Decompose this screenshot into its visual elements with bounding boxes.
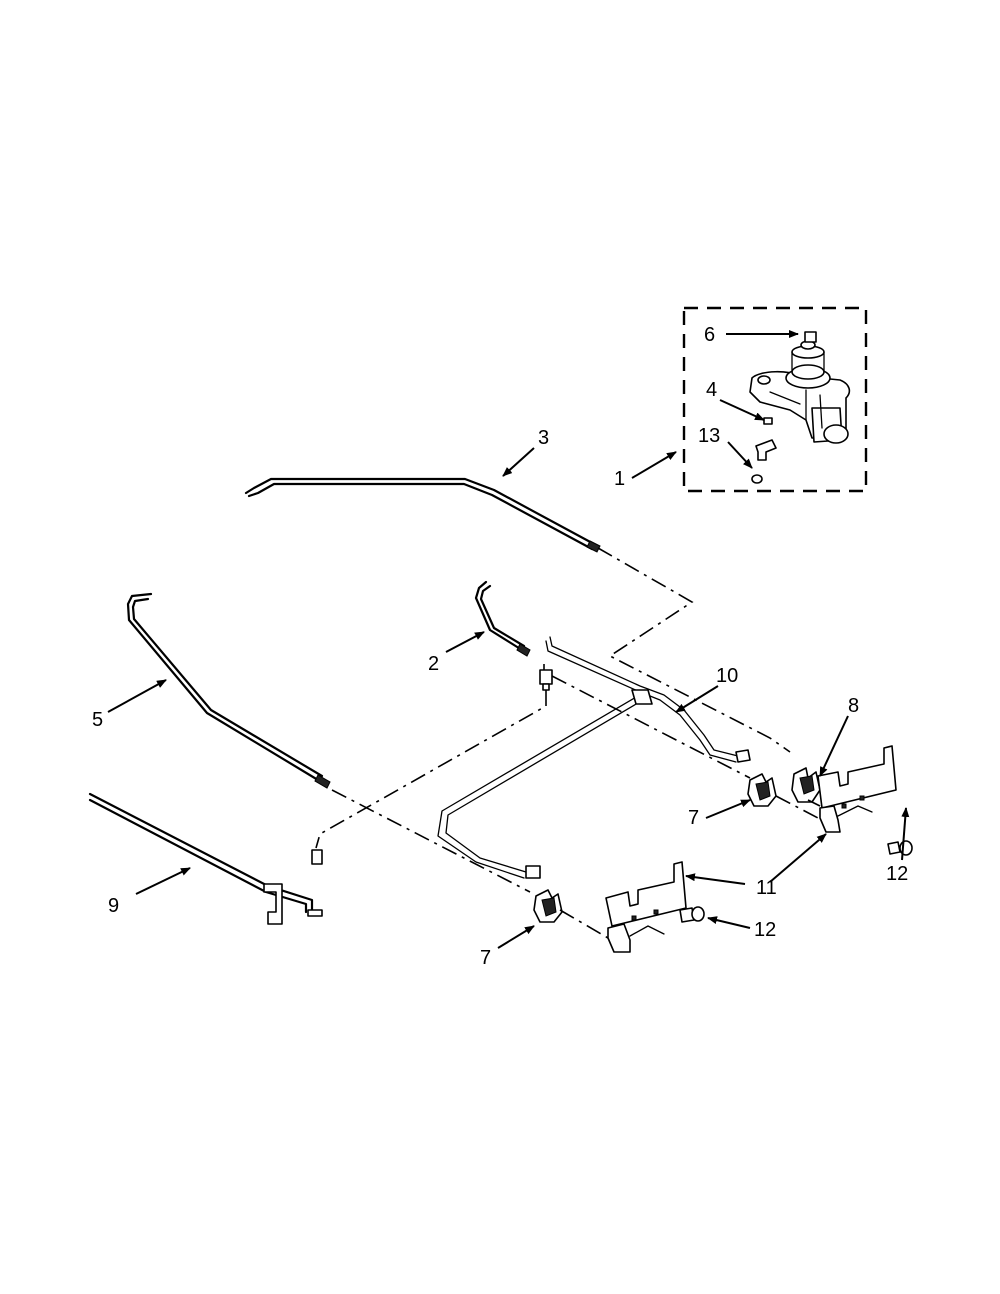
leader-lines — [107, 330, 910, 949]
callout-2: 2 — [428, 653, 439, 675]
manifold-10 — [437, 636, 751, 879]
callout-8: 8 — [848, 695, 859, 717]
screw-12-right — [887, 840, 913, 856]
callout-12-left: 12 — [754, 919, 776, 941]
clip-13 — [751, 439, 777, 484]
orifice-7-right — [747, 773, 777, 807]
bracket-11-right — [817, 745, 897, 833]
fitting-top — [539, 669, 553, 691]
fitting-bottom — [311, 849, 323, 865]
bracket-11-left — [605, 861, 687, 953]
callout-1: 1 — [614, 468, 625, 490]
callout-7-left: 7 — [480, 947, 491, 969]
callout-7-right: 7 — [688, 807, 699, 829]
regulator-assembly — [749, 331, 851, 444]
orifice-8 — [791, 767, 821, 803]
assembly-lines — [315, 547, 821, 939]
callout-13: 13 — [698, 425, 720, 447]
callout-labels: 1 2 3 4 5 6 7 7 8 9 10 11 12 12 13 — [92, 324, 908, 969]
callout-9: 9 — [108, 895, 119, 917]
screw-4 — [763, 417, 773, 425]
tube-9 — [88, 792, 323, 925]
orifice-7-left — [533, 889, 563, 923]
callout-6: 6 — [704, 324, 715, 346]
callout-4: 4 — [706, 379, 717, 401]
callout-3: 3 — [538, 427, 549, 449]
callout-5: 5 — [92, 709, 103, 731]
tube-3 — [244, 477, 601, 553]
callout-11: 11 — [756, 877, 777, 899]
tube-2 — [474, 580, 531, 657]
tube-5 — [126, 592, 331, 789]
screw-12-left — [679, 906, 705, 923]
callout-10: 10 — [716, 665, 738, 687]
callout-12-right: 12 — [886, 863, 908, 885]
